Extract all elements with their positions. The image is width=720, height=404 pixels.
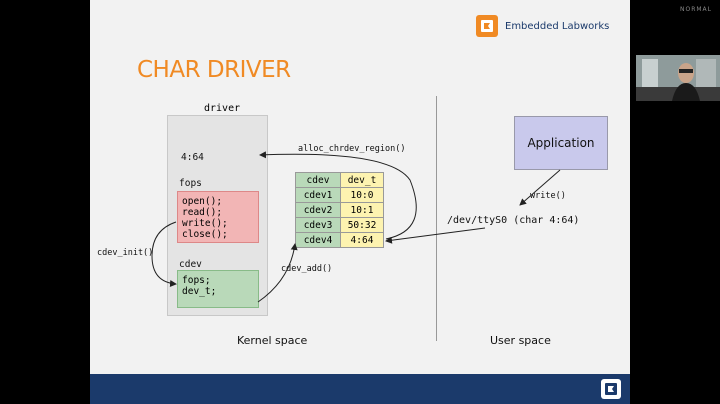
table-cell: 4:64: [340, 232, 384, 248]
table-header: dev_t: [340, 172, 384, 188]
cdev-line: dev_t;: [182, 286, 217, 297]
table-cell: cdev4: [295, 232, 341, 248]
cdev-init-arrow: [151, 221, 177, 287]
fops-line: open();: [182, 196, 223, 207]
table-cell: 10:0: [340, 187, 384, 203]
fops-line: close();: [182, 229, 228, 240]
fops-line: read();: [182, 207, 223, 218]
alloc-arrow: [259, 151, 417, 240]
table-cell: 10:1: [340, 202, 384, 218]
footer-bar: [90, 374, 630, 404]
cdev-label: cdev: [179, 259, 202, 270]
application-box: Application: [514, 116, 608, 170]
fops-label: fops: [179, 178, 202, 189]
cdev-add-arrow: [257, 243, 298, 303]
table-row: cdev4 4:64: [295, 232, 384, 248]
space-divider: [436, 96, 437, 341]
table-cell: cdev3: [295, 217, 341, 233]
device-file-label: /dev/ttyS0 (char 4:64): [447, 215, 580, 226]
cdev-init-call-label: cdev_init(): [97, 248, 154, 258]
table-row: cdev1 10:0: [295, 187, 384, 203]
device-to-table-arrow: [385, 227, 486, 244]
brand-logo: Embedded Labworks: [475, 14, 609, 38]
kernel-space-label: Kernel space: [237, 334, 308, 347]
user-space-label: User space: [490, 334, 551, 347]
diagram-arrows: [151, 151, 561, 303]
driver-device-number: 4:64: [181, 152, 204, 163]
slide: Embedded Labworks CHAR DRIVER driver 4:6…: [90, 0, 630, 404]
table-cell: 50:32: [340, 217, 384, 233]
brand-name: Embedded Labworks: [505, 20, 610, 32]
table-row: cdev3 50:32: [295, 217, 384, 233]
fops-line: write();: [182, 218, 228, 229]
table-header-row: cdev dev_t: [295, 172, 384, 188]
slide-title: CHAR DRIVER: [137, 57, 291, 83]
chip-icon: [601, 379, 621, 399]
fops-box: open(); read(); write(); close();: [177, 191, 259, 243]
write-call-label: write(): [530, 191, 566, 201]
cdev-add-call-label: cdev_add(): [281, 264, 333, 274]
table-cell: cdev1: [295, 187, 341, 203]
write-arrow: [519, 169, 561, 206]
webcam-overlay: [636, 55, 720, 101]
cdev-table: cdev dev_t cdev1 10:0 cdev2 10:1 cdev3 5…: [295, 172, 384, 248]
table-row: cdev2 10:1: [295, 202, 384, 218]
chip-icon: [476, 15, 498, 37]
driver-label: driver: [204, 103, 241, 114]
mode-indicator: NORMAL: [679, 6, 712, 13]
cdev-line: fops;: [182, 275, 211, 286]
alloc-call-label: alloc_chrdev_region(): [298, 144, 406, 154]
cdev-box: fops; dev_t;: [177, 270, 259, 308]
